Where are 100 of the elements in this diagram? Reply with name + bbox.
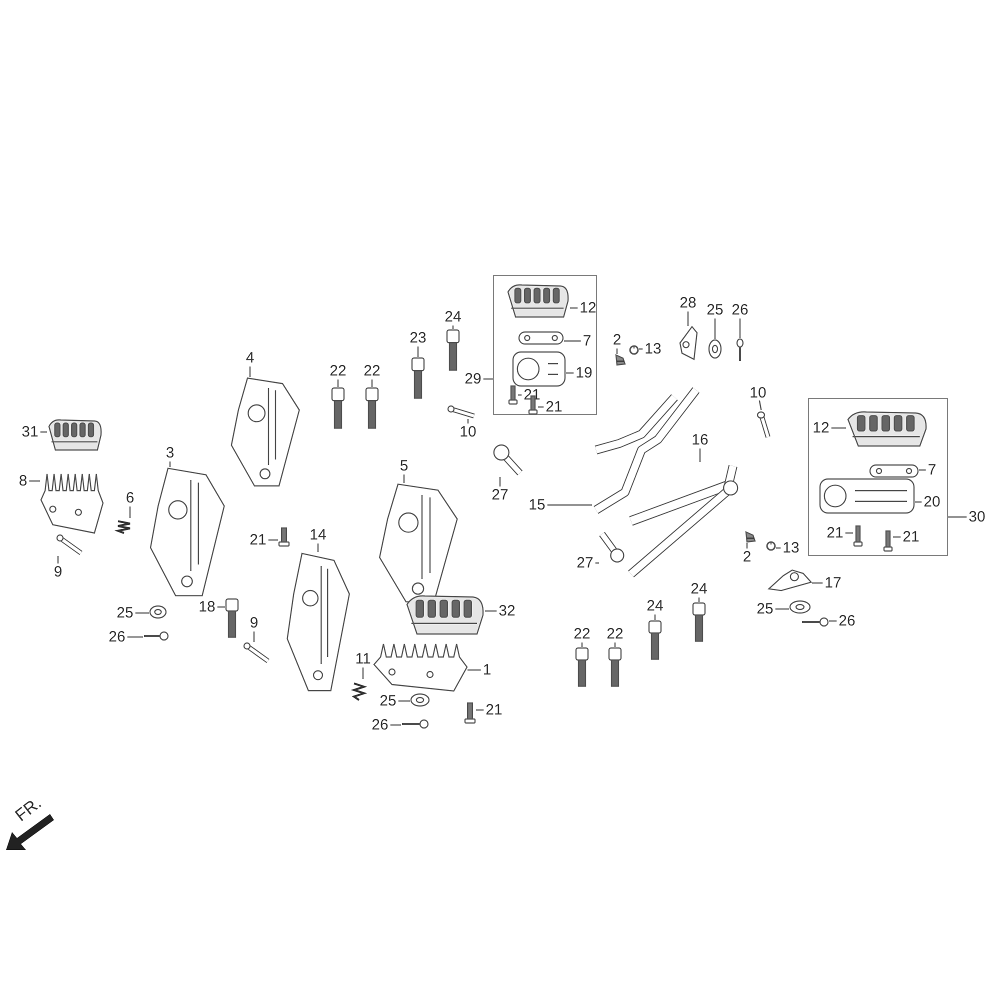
pin-drawing	[883, 530, 893, 552]
washer-drawing	[789, 600, 811, 614]
leader-line	[253, 632, 255, 642]
toothed-footpeg-drawing	[40, 472, 104, 534]
callout-number: 29	[464, 372, 482, 386]
leader-line	[398, 700, 410, 702]
callout-number: 25	[116, 606, 134, 620]
group-frame	[493, 275, 597, 415]
toothed-footpeg-drawing	[372, 642, 468, 692]
callout-number: 21	[826, 526, 844, 540]
callout-number: 9	[248, 616, 260, 630]
bracket-drawing	[678, 326, 698, 360]
callout-number: 21	[248, 532, 268, 548]
cotter-pin-drawing	[143, 631, 169, 641]
callout-number: 31	[20, 424, 40, 440]
pin-drawing	[464, 702, 476, 724]
leader-line	[564, 340, 581, 342]
leader-line	[317, 544, 319, 552]
bracket-drawing	[378, 483, 458, 603]
callout-number: 25	[706, 302, 724, 318]
callout-number: 22	[328, 364, 348, 378]
callout-number: 26	[370, 718, 390, 732]
leader-line	[714, 318, 716, 339]
bolt-drawing	[692, 602, 706, 642]
leader-line	[595, 562, 599, 564]
callout-number: 26	[108, 630, 126, 644]
leader-line	[699, 448, 701, 462]
callout-number: 27	[576, 556, 594, 570]
leader-line	[40, 431, 47, 433]
leader-line	[845, 532, 853, 534]
callout-number: 21	[484, 702, 504, 718]
footpeg-rubber-drawing	[506, 283, 570, 319]
leader-line	[518, 394, 522, 396]
washer-drawing	[410, 693, 430, 707]
bolt-drawing	[575, 647, 589, 687]
bolt-drawing	[599, 531, 625, 565]
callout-number: 24	[646, 598, 664, 614]
callout-number: 14	[308, 528, 328, 542]
callout-number: 25	[756, 602, 774, 616]
leader-line	[135, 612, 149, 614]
leader-line	[831, 427, 846, 429]
washer-drawing	[149, 605, 167, 619]
leader-line	[483, 378, 493, 380]
pin-drawing	[243, 642, 271, 664]
leader-line	[547, 504, 592, 506]
bolt-drawing	[608, 647, 622, 687]
bolt-drawing	[648, 620, 662, 660]
bolt-drawing	[331, 387, 345, 429]
leader-line	[948, 516, 967, 518]
callout-number: 17	[824, 576, 842, 590]
footpeg-rubber-drawing	[846, 410, 928, 448]
callout-number: 32	[498, 604, 516, 618]
callout-number: 27	[490, 488, 510, 502]
callout-number: 26	[838, 614, 856, 628]
callout-number: 30	[968, 510, 986, 524]
bracket-drawing	[230, 377, 300, 487]
callout-number: 28	[678, 296, 698, 310]
callout-number: 1	[482, 662, 492, 678]
footpeg-drawing	[512, 351, 566, 387]
cotter-pin-drawing	[401, 719, 429, 729]
callout-number: 13	[644, 342, 662, 356]
footpeg-drawing	[819, 478, 915, 514]
callout-number: 8	[18, 474, 28, 488]
callout-number: 23	[408, 330, 428, 346]
callout-number: 11	[354, 652, 372, 666]
callout-number: 16	[690, 432, 710, 448]
callout-number: 5	[398, 458, 410, 474]
bolt-drawing	[225, 598, 239, 638]
pin-drawing	[757, 410, 771, 440]
callout-number: 25	[378, 694, 398, 708]
callout-number: 24	[690, 582, 708, 596]
leader-line	[812, 582, 823, 584]
leader-line	[499, 477, 501, 486]
leader-line	[476, 709, 484, 711]
leader-line	[127, 636, 143, 638]
callout-number: 7	[582, 334, 592, 348]
leader-line	[758, 400, 762, 410]
leader-line	[57, 556, 59, 564]
leader-line	[29, 480, 40, 482]
footpeg-rubber-drawing	[47, 418, 103, 452]
callout-number: 7	[926, 462, 938, 478]
leader-line	[417, 346, 419, 357]
bracket-drawing	[286, 552, 350, 692]
leader-line	[169, 462, 171, 467]
leader-line	[403, 474, 405, 483]
leader-line	[775, 608, 789, 610]
callout-number: 4	[244, 350, 256, 366]
ring-drawing	[766, 541, 776, 551]
leader-line	[249, 366, 251, 377]
leader-line	[468, 669, 481, 671]
callout-number: 20	[922, 494, 942, 510]
bolt-drawing	[411, 357, 425, 399]
callout-number: 6	[124, 490, 136, 506]
ring-drawing	[629, 345, 639, 355]
group-frame	[808, 398, 948, 556]
plate-drawing	[869, 464, 919, 478]
clip-drawing	[744, 531, 756, 543]
callout-number: 22	[606, 626, 624, 642]
callout-number: 26	[730, 302, 750, 318]
leader-line	[893, 536, 901, 538]
